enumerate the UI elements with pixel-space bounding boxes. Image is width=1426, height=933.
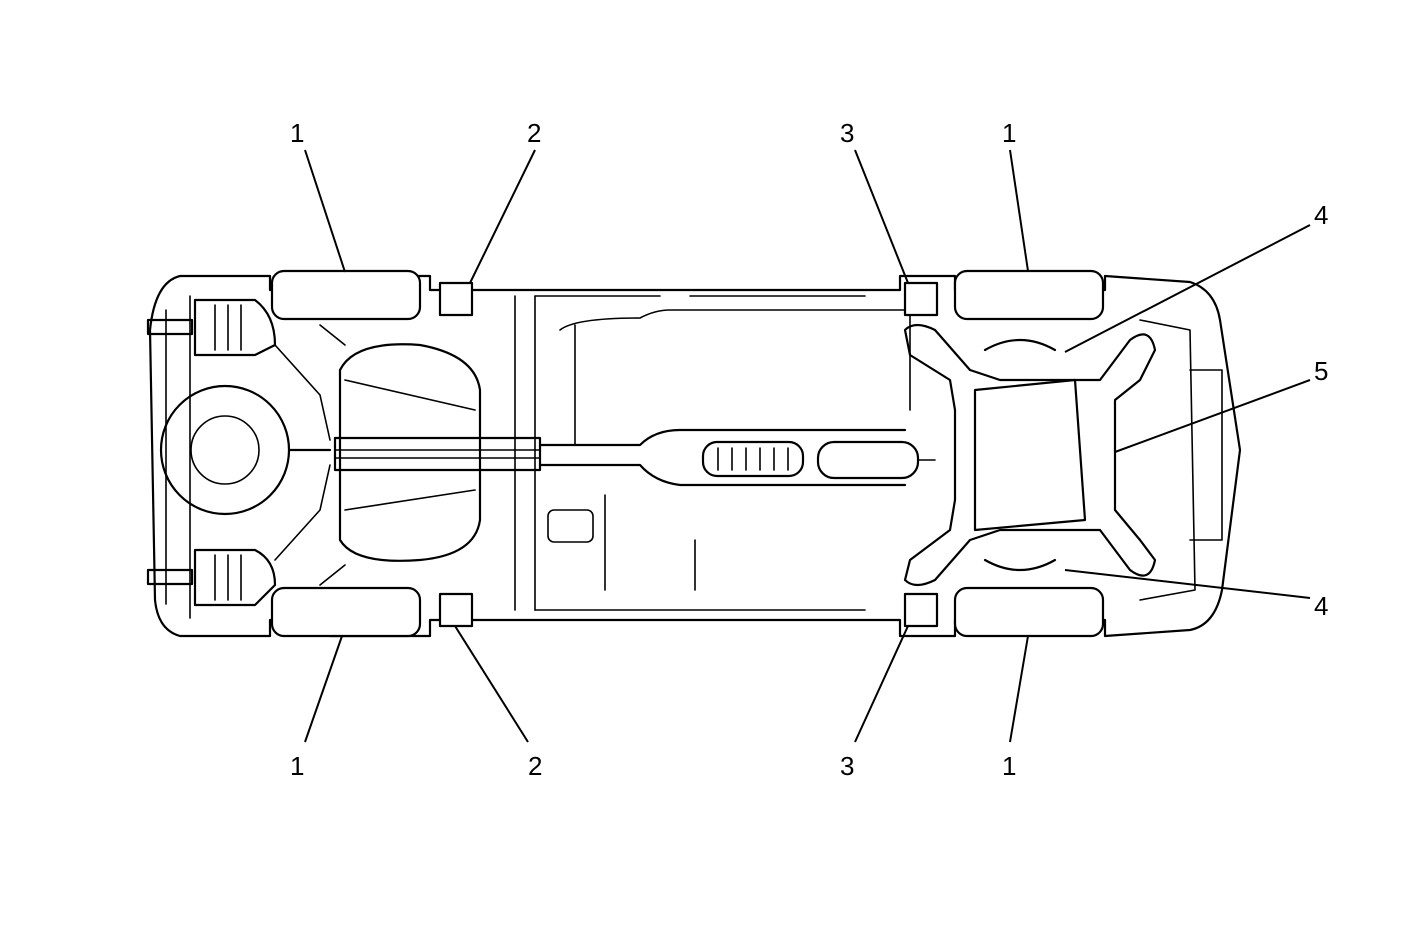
callout-1-bottom-rear: 1 <box>290 751 304 781</box>
lift-point-rear-right <box>438 592 474 628</box>
lift-point-front-right <box>903 592 939 628</box>
callout-labels: 1 2 3 1 4 5 4 1 2 3 1 <box>290 118 1328 781</box>
driveshaft <box>333 436 542 472</box>
callout-4-upper: 4 <box>1314 200 1328 230</box>
tires <box>270 269 1105 638</box>
callout-4-lower: 4 <box>1314 591 1328 621</box>
callout-3-top: 3 <box>840 118 854 148</box>
floor-pan <box>514 295 911 611</box>
exhaust-system <box>538 428 936 487</box>
fuel-tank <box>319 324 482 586</box>
lift-points <box>438 281 939 628</box>
tire-front-left <box>953 269 1105 321</box>
callout-1-top-rear: 1 <box>290 118 304 148</box>
callout-5: 5 <box>1314 356 1328 386</box>
callout-2-bottom: 2 <box>528 751 542 781</box>
lift-point-front-left <box>903 281 939 317</box>
callout-3-bottom: 3 <box>840 751 854 781</box>
vehicle-body <box>148 274 1242 638</box>
tire-rear-right <box>270 586 422 638</box>
tire-front-right <box>953 586 1105 638</box>
tire-rear-left <box>270 269 422 321</box>
callout-2-top: 2 <box>527 118 541 148</box>
leader-lines <box>304 149 1311 743</box>
rear-axle <box>146 298 332 607</box>
front-frame <box>903 319 1223 601</box>
callout-1-bottom-front: 1 <box>1002 751 1016 781</box>
callout-1-top-front: 1 <box>1002 118 1016 148</box>
lift-point-rear-left <box>438 281 474 317</box>
